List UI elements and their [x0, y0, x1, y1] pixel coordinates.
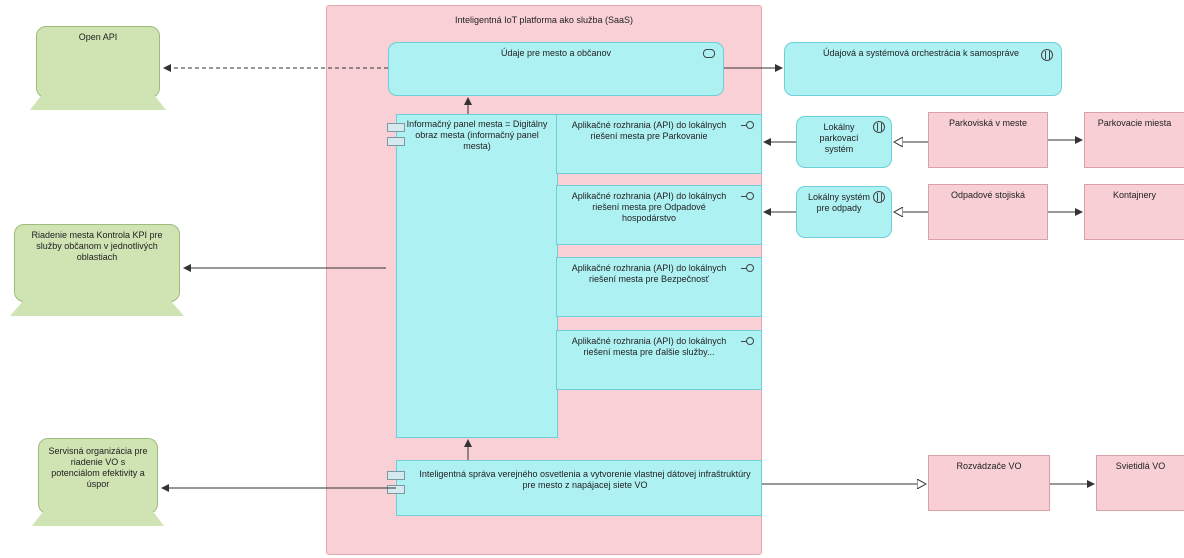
actor-base: [32, 512, 164, 526]
node-label: Informačný panel mesta = Digitálny obraz…: [406, 119, 548, 151]
component-icon: [387, 137, 405, 146]
component-icon: [387, 123, 405, 132]
api-label: Aplikačné rozhrania (API) do lokálnych r…: [571, 336, 727, 357]
node-label: Kontajnery: [1112, 190, 1157, 200]
interface-icon: [741, 121, 755, 131]
orchestration-node[interactable]: Údajová a systémová orchestrácia k samos…: [784, 42, 1062, 96]
actor-base: [30, 96, 166, 110]
service-icon: [1041, 49, 1053, 61]
container-title: Inteligentná IoT platforma ako služba (S…: [455, 15, 633, 25]
node-label: Odpadové stojiská: [950, 190, 1026, 200]
node-label: Parkovacie miesta: [1097, 118, 1172, 128]
dashboard-node[interactable]: Informačný panel mesta = Digitálny obraz…: [387, 114, 558, 438]
interface-icon: [741, 264, 755, 274]
node-label: Inteligentná správa verejného osvetlenia…: [419, 469, 751, 490]
component-icon: [387, 485, 405, 494]
parking-spots-node[interactable]: Parkovacie miesta: [1084, 112, 1184, 168]
switchboards-node[interactable]: Rozvádzače VO: [928, 455, 1050, 511]
containers-node[interactable]: Kontajnery: [1084, 184, 1184, 240]
api-label: Aplikačné rozhrania (API) do lokálnych r…: [571, 263, 727, 284]
local-parking-system[interactable]: Lokálny parkovací systém: [796, 116, 892, 168]
lighting-node[interactable]: Inteligentná správa verejného osvetlenia…: [387, 460, 762, 516]
service-icon: [873, 191, 885, 203]
node-label: Parkoviská v meste: [948, 118, 1028, 128]
api-security[interactable]: Aplikačné rozhrania (API) do lokálnych r…: [556, 257, 762, 317]
actor-service-org[interactable]: Servisná organizácia pre riadenie VO s p…: [38, 438, 158, 514]
system-label: Lokálny systém pre odpady: [807, 192, 871, 213]
system-label: Lokálny parkovací systém: [819, 122, 859, 154]
interface-icon: [741, 192, 755, 202]
node-label: Údaje pre mesto a občanov: [500, 48, 612, 58]
actor-label: Open API: [78, 32, 118, 42]
interface-icon: [741, 337, 755, 347]
component-icon: [387, 471, 405, 480]
api-other[interactable]: Aplikačné rozhrania (API) do lokálnych r…: [556, 330, 762, 390]
parking-lots-node[interactable]: Parkoviská v meste: [928, 112, 1048, 168]
api-waste[interactable]: Aplikačné rozhrania (API) do lokálnych r…: [556, 185, 762, 245]
node-label: Svietidlá VO: [1115, 461, 1166, 471]
actor-label: Riadenie mesta Kontrola KPI pre služby o…: [31, 230, 163, 262]
node-label: Rozvádzače VO: [956, 461, 1022, 471]
actor-open-api[interactable]: Open API: [36, 26, 160, 98]
api-label: Aplikačné rozhrania (API) do lokálnych r…: [571, 120, 727, 141]
actor-city-kpi[interactable]: Riadenie mesta Kontrola KPI pre služby o…: [14, 224, 180, 302]
event-icon: [703, 49, 715, 58]
api-parking[interactable]: Aplikačné rozhrania (API) do lokálnych r…: [556, 114, 762, 174]
luminaires-node[interactable]: Svietidlá VO: [1096, 455, 1184, 511]
waste-sites-node[interactable]: Odpadové stojiská: [928, 184, 1048, 240]
local-waste-system[interactable]: Lokálny systém pre odpady: [796, 186, 892, 238]
node-label: Údajová a systémová orchestrácia k samos…: [822, 48, 1020, 58]
data-citizens-node[interactable]: Údaje pre mesto a občanov: [388, 42, 724, 96]
service-icon: [873, 121, 885, 133]
actor-base: [10, 300, 184, 316]
api-label: Aplikačné rozhrania (API) do lokálnych r…: [571, 191, 727, 223]
actor-label: Servisná organizácia pre riadenie VO s p…: [48, 446, 148, 489]
